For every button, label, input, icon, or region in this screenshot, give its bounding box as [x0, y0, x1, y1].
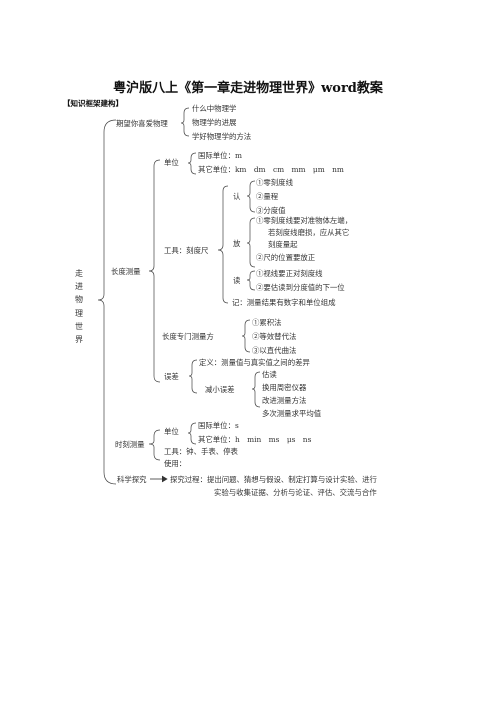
place-item: ②尺的位置要放正 — [256, 253, 316, 262]
length-other-units: 其它单位：km dm cm mm μm nm — [198, 165, 344, 174]
interest-item: 什么中物理学 — [192, 104, 237, 113]
ruler-tool-label: 工具：刻度尺 — [164, 246, 209, 255]
length-measurement-label: 长度测量 — [111, 267, 141, 276]
time-measurement-label: 时刻测量 — [115, 440, 145, 449]
interest-label: 期望你喜爱物理 — [116, 119, 168, 128]
reduce-error-label: 减小误差 — [205, 385, 235, 394]
document-title: 粤沪版八上《第一章走进物理世界》word教案 — [113, 81, 383, 96]
read-know-item: ③分度值 — [256, 206, 286, 215]
time-unit-label: 单位 — [164, 427, 179, 436]
place-item: ①零刻度线要对准物体左端， — [256, 216, 353, 225]
time-usage: 使用： — [164, 459, 187, 468]
inquiry-process-line: 实验与收集证据、分析与论证、评估、交流与合作 — [214, 488, 377, 497]
read-know-item: ②量程 — [256, 192, 279, 201]
inquiry-label: 科学探究 — [117, 475, 147, 484]
special-method-item: ①累积法 — [252, 318, 282, 327]
interest-item: 物理学的进展 — [192, 118, 237, 127]
place-label: 放 — [233, 239, 241, 248]
reduce-error-item: 换用周密仪器 — [262, 383, 307, 392]
special-methods-label: 长度专门测量方 — [162, 332, 214, 341]
reduce-error-item: 改进测量方法 — [262, 396, 307, 405]
record-rule: 记：测量结果有数字和单位组成 — [232, 298, 336, 307]
time-tool: 工具：钟、手表、停表 — [164, 447, 238, 456]
time-other-units: 其它单位：h min ms μs ns — [198, 435, 312, 444]
length-unit-label: 单位 — [164, 158, 179, 167]
special-method-item: ③以直代曲法 — [252, 346, 297, 355]
length-si-unit: 国际单位：m — [198, 151, 242, 160]
section-header: 【知识框架建构】 — [63, 99, 123, 108]
reduce-error-item: 估读 — [262, 370, 277, 379]
read-item: ②要估读到分度值的下一位 — [256, 283, 345, 292]
error-label: 误差 — [164, 372, 179, 381]
read-item: ①视线要正对刻度线 — [256, 269, 323, 278]
reduce-error-item: 多次测量求平均值 — [262, 409, 322, 418]
read-know-label: 认 — [233, 192, 241, 201]
interest-item: 学好物理学的方法 — [192, 132, 252, 141]
read-label: 读 — [233, 276, 241, 285]
time-si-unit: 国际单位：s — [198, 421, 239, 430]
error-definition: 定义：测量值与真实值之间的差异 — [199, 358, 310, 367]
place-item: 若刻度线磨损，应从其它 — [268, 228, 350, 237]
inquiry-process-line: 探究过程：提出问题、猜想与假设、制定打算与设计实验、进行 — [170, 475, 377, 484]
special-method-item: ②等效替代法 — [252, 332, 297, 341]
read-know-item: ①零刻度线 — [256, 178, 293, 187]
place-item: 刻度量起 — [268, 240, 298, 249]
root-topic-label: 走进物理世界 — [75, 269, 83, 345]
